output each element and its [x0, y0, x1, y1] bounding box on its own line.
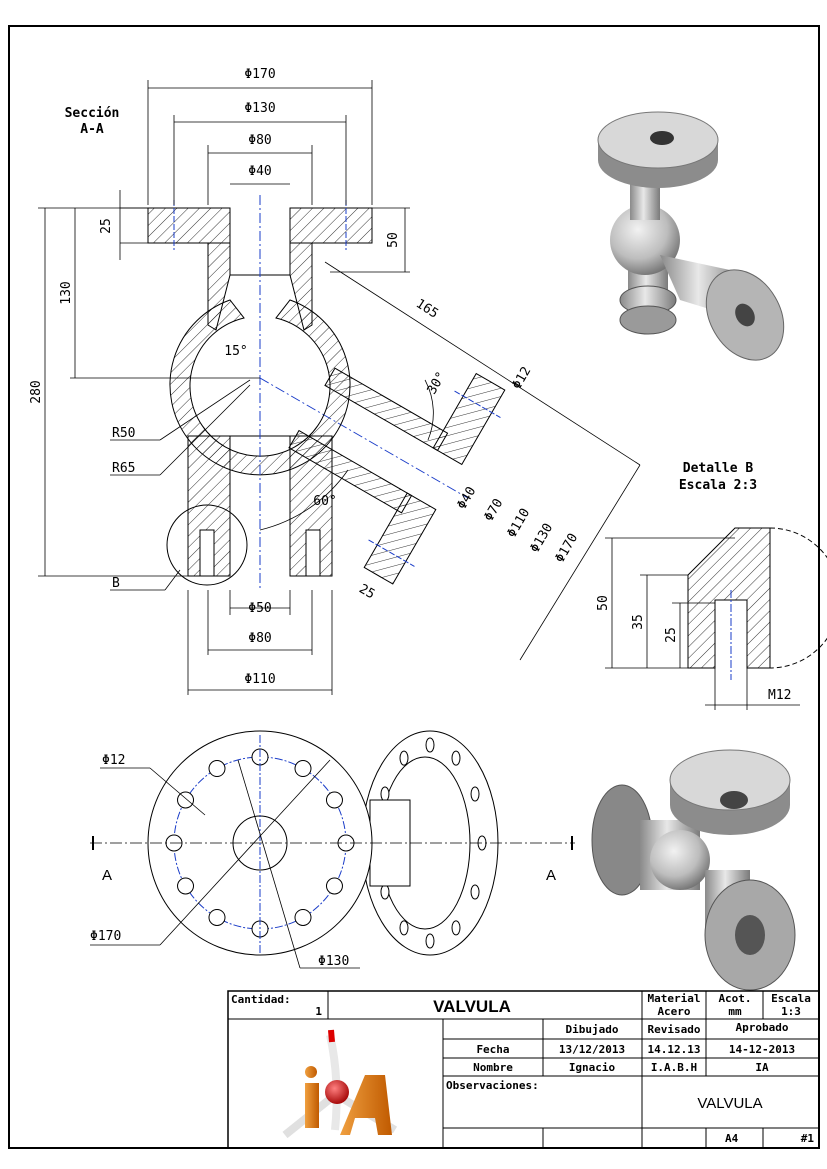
dim-bot-d110: Φ110	[244, 672, 275, 687]
bolt-hole	[177, 791, 195, 809]
dim-angle60: 60°	[313, 494, 336, 509]
sheet-format: A4	[725, 1132, 739, 1145]
dim-branch-165: 165	[413, 296, 441, 321]
bolt-hole	[325, 791, 343, 809]
branch-flange-hole	[451, 920, 461, 936]
dim-r65: R65	[112, 461, 135, 476]
fecha-dibujado: 13/12/2013	[559, 1043, 625, 1056]
dim-angle30: 30°	[425, 369, 450, 397]
detail-b-circle	[166, 504, 248, 586]
isometric-render-bottom	[591, 749, 796, 991]
section-dimensions: Φ170 Φ130 Φ80 Φ40 25 50 130 280 15° R50 …	[29, 67, 581, 687]
drawing-title: VALVULA	[433, 997, 511, 1016]
acot-value: mm	[728, 1005, 742, 1018]
bolt-hole	[325, 877, 343, 895]
revisado-header: Revisado	[648, 1023, 701, 1036]
nombre-aprobado: IA	[755, 1061, 769, 1074]
detail-b-scale: Escala 2:3	[679, 478, 757, 493]
dim-angle15: 15°	[224, 344, 247, 359]
sheet-number: #1	[801, 1132, 815, 1145]
ia-logo	[282, 1029, 398, 1139]
dim-r50: R50	[112, 426, 135, 441]
branch-flange-hole	[380, 884, 390, 900]
section-view: Sección A-A	[29, 67, 641, 695]
detail-dim-35: 35	[631, 614, 646, 630]
detail-b-title: Detalle B	[683, 461, 754, 476]
isometric-render-top	[597, 111, 785, 361]
escala-label: Escala	[771, 992, 811, 1005]
nombre-label: Nombre	[473, 1061, 513, 1074]
observaciones-label: Observaciones:	[446, 1079, 539, 1092]
dim-top-d40: Φ40	[248, 164, 271, 179]
dim-top-d80: Φ80	[248, 133, 271, 148]
bolt-hole	[208, 760, 226, 778]
dim-top-d130: Φ130	[244, 101, 275, 116]
bolt-hole	[294, 908, 312, 926]
nombre-revisado: I.A.B.H	[651, 1061, 697, 1074]
dim-branch-d70: Φ70	[482, 496, 507, 524]
name-box: VALVULA	[697, 1095, 762, 1112]
section-title: Sección	[65, 106, 120, 121]
dim-top-d170: Φ170	[244, 67, 275, 82]
material-value: Acero	[657, 1005, 690, 1018]
detail-dim-m12: M12	[768, 688, 791, 703]
cantidad-value: 1	[315, 1005, 322, 1018]
bolt-hole	[294, 760, 312, 778]
cut-label-left: A	[102, 867, 112, 884]
dim-bot-d80: Φ80	[248, 631, 271, 646]
dim-bot-d50: Φ50	[248, 601, 271, 616]
dim-hole-d12: Φ12	[102, 753, 125, 768]
branch-flange-hole	[470, 786, 480, 802]
branch-flange-hole	[399, 750, 409, 766]
dim-bolt-d130: Φ130	[318, 954, 349, 969]
cut-label-right: A	[546, 867, 556, 884]
dim-branch-d12: Φ12	[510, 364, 535, 392]
dibujado-header: Dibujado	[566, 1023, 619, 1036]
dim-outer-d170: Φ170	[90, 929, 121, 944]
dim-flange-50: 50	[386, 232, 401, 248]
acot-label: Acot.	[718, 992, 751, 1005]
dim-branch-25: 25	[356, 582, 377, 603]
fecha-aprobado: 14-12-2013	[729, 1043, 795, 1056]
nombre-dibujado: Ignacio	[569, 1061, 616, 1074]
bottom-view: Φ12 Φ170 Φ130 A A	[90, 730, 575, 969]
detail-b: Detalle B Escala 2:3 50 35 25 M12	[596, 461, 827, 710]
aprobado-header: Aprobado	[736, 1021, 789, 1034]
fecha-revisado: 14.12.13	[648, 1043, 701, 1056]
bolt-hole	[208, 908, 226, 926]
dim-h280: 280	[29, 380, 44, 403]
title-block	[227, 990, 820, 1149]
bolt-hole	[177, 877, 195, 895]
material-label: Material	[648, 992, 701, 1005]
dim-branch-d130: Φ130	[528, 521, 557, 556]
detail-dim-25: 25	[664, 627, 679, 643]
branch-flange-hole	[399, 920, 409, 936]
branch-section	[259, 367, 506, 585]
branch-flange-hole	[425, 737, 435, 753]
detail-b-ref: B	[112, 576, 120, 591]
dim-branch-d170: Φ170	[553, 531, 582, 566]
branch-flange-hole	[451, 750, 461, 766]
branch-flange-hole	[380, 786, 390, 802]
title-block-text: Cantidad: 1 VALVULA Material Acero Acot.…	[231, 992, 814, 1145]
fecha-label: Fecha	[476, 1043, 509, 1056]
dim-h130: 130	[59, 281, 74, 304]
escala-value: 1:3	[781, 1005, 801, 1018]
detail-dim-50: 50	[596, 595, 611, 611]
dim-branch-d40: Φ40	[455, 484, 480, 512]
branch-flange-hole	[425, 933, 435, 949]
branch-flange-hole	[470, 884, 480, 900]
section-title-sub: A-A	[80, 122, 104, 137]
cantidad-label: Cantidad:	[231, 993, 291, 1006]
dim-flange-25: 25	[99, 218, 114, 234]
dim-branch-d110: Φ110	[505, 506, 534, 541]
